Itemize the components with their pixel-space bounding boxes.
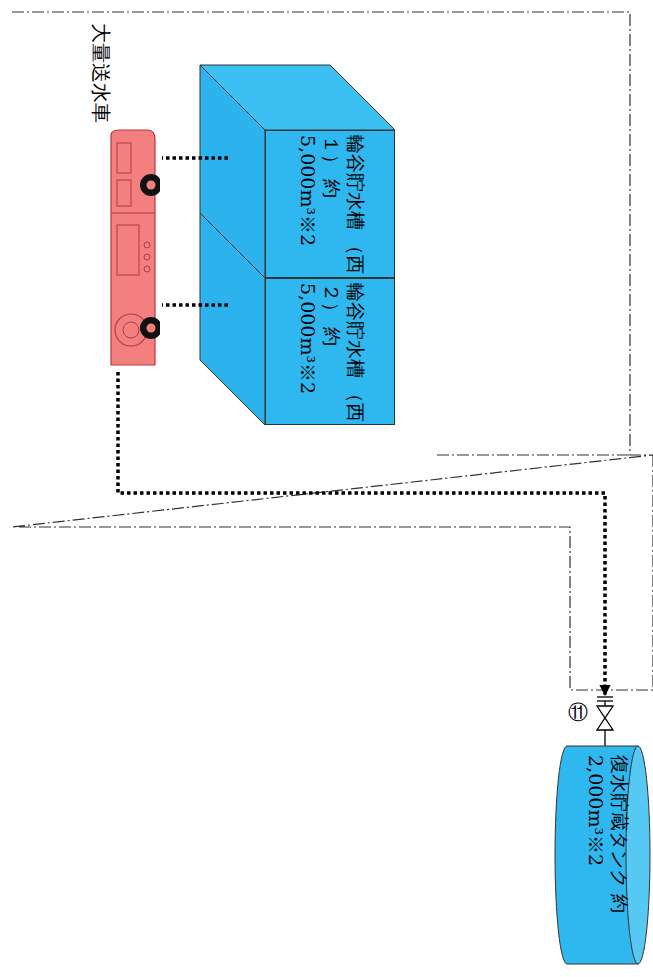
condensate-tank: 復水貯蔵タンク 約2,000m³※2 [545,745,653,965]
water-hose-line [162,303,228,307]
tank-label: 復水貯蔵タンク 約2,000m³※2 [583,755,631,955]
valve-symbol [597,697,613,746]
tank-side-face [200,213,265,425]
tank-label: 輪谷貯水槽 （西２） 約5,000m³※2 [295,283,366,423]
vehicle-label: 大量送水車 [88,23,113,123]
callout-number: ⑪ [567,702,589,722]
pump-truck: 大量送水車 [85,35,160,370]
truck-body [111,130,160,365]
tank-label: 輪谷貯水槽 （西１） 約5,000m³※2 [295,135,366,275]
tank-body [555,746,638,964]
boundary-outline [12,12,653,690]
storage-tank-box: 輪谷貯水槽 （西２） 約5,000m³※2 [265,278,395,425]
water-hose-line [162,156,228,160]
storage-tank-box: 輪谷貯水槽 （西１） 約5,000m³※2 [265,130,395,278]
